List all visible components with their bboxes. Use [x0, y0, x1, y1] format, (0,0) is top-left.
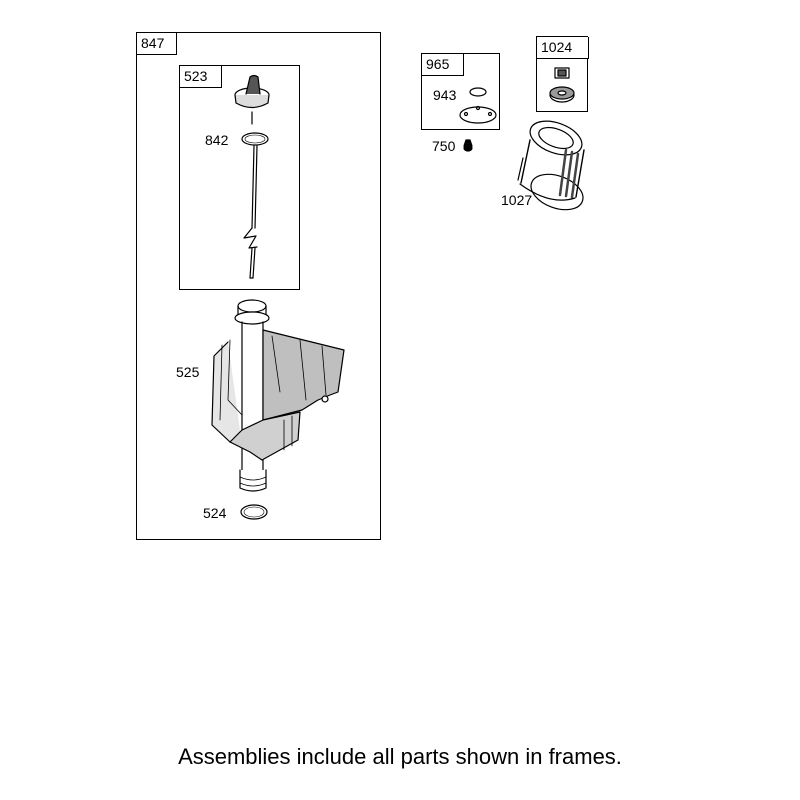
part-label-842: 842 [205, 132, 229, 148]
frame-label-1024: 1024 [537, 37, 589, 59]
part-label-750: 750 [432, 138, 456, 154]
footer-note: Assemblies include all parts shown in fr… [178, 744, 622, 769]
frame-label-847: 847 [137, 33, 177, 55]
assembly-frame-523: 523 [179, 65, 300, 290]
frame-label-965: 965 [422, 54, 464, 76]
part-label-1027: 1027 [501, 192, 533, 208]
part-label-525: 525 [176, 364, 200, 380]
part-label-524: 524 [203, 505, 227, 521]
assembly-frame-847: 847 [136, 32, 381, 540]
assembly-frame-1024: 1024 [536, 36, 589, 112]
part-label-943: 943 [433, 87, 457, 103]
frame-label-523: 523 [180, 66, 222, 88]
plug-750-drawing [463, 139, 473, 152]
assembly-frame-965: 965 [421, 53, 500, 130]
